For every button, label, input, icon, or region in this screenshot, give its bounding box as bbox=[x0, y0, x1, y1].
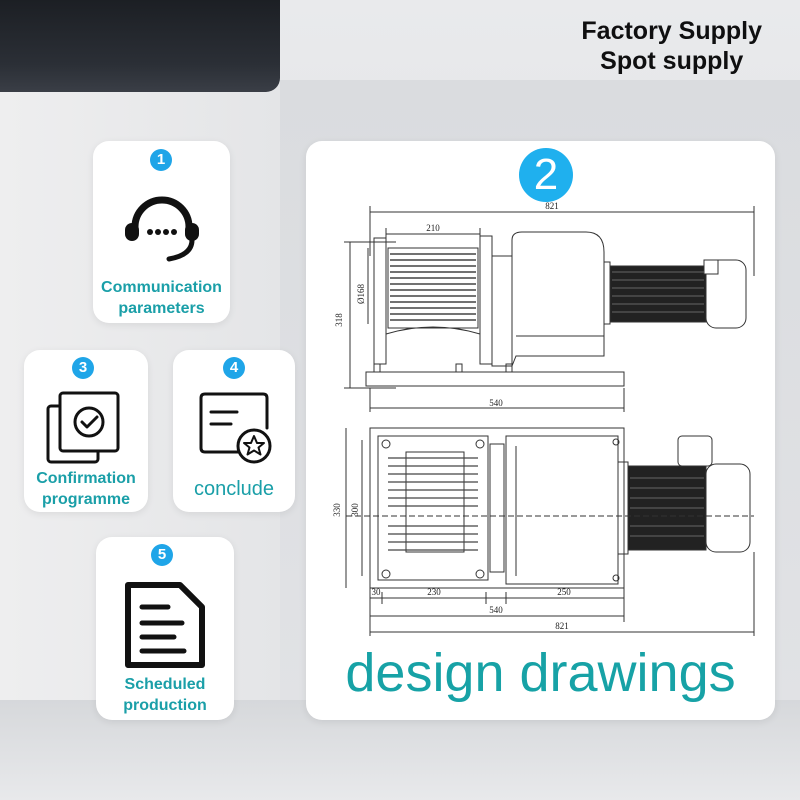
headset-icon bbox=[119, 183, 205, 274]
motor-fins-side bbox=[612, 271, 704, 313]
dim-plan-height-inner: 300 bbox=[350, 503, 360, 517]
step-label: Confirmation programme bbox=[24, 468, 148, 510]
file-lines-icon bbox=[122, 579, 208, 678]
gearbox-and-motor-side bbox=[491, 231, 747, 367]
drum-rope-lines bbox=[390, 253, 476, 321]
dim-seg-250: 250 bbox=[557, 587, 571, 597]
step-label-line-2: production bbox=[123, 697, 207, 714]
step-label-line-1: Confirmation bbox=[36, 470, 136, 487]
dim-plan-base: 540 bbox=[489, 605, 503, 615]
design-drawings-card: 2 bbox=[306, 141, 775, 720]
step-label-line-2: programme bbox=[41, 491, 131, 508]
step-card-communication: 1 Communication parameters bbox=[93, 141, 230, 323]
step-card-conclude: 4 conclude bbox=[173, 350, 295, 512]
winch-technical-drawing: 821 210 Ø168 318 540 bbox=[332, 201, 755, 636]
dim-drum-diameter: Ø168 bbox=[356, 284, 366, 304]
dim-seg-230: 230 bbox=[427, 587, 441, 597]
dim-side-base: 540 bbox=[489, 398, 503, 408]
design-drawings-title: design drawings bbox=[345, 643, 736, 703]
document-check-icon bbox=[46, 390, 122, 471]
step-label: Communication parameters bbox=[93, 277, 230, 319]
document-star-icon bbox=[197, 390, 273, 471]
dim-plan-height-outer: 330 bbox=[332, 503, 342, 517]
step-number-badge: 1 bbox=[150, 149, 172, 171]
step-number-badge: 5 bbox=[151, 544, 173, 566]
step-label: conclude bbox=[193, 478, 275, 500]
dim-plan-overall: 821 bbox=[555, 621, 569, 631]
dim-top-overall: 821 bbox=[545, 201, 559, 211]
step-card-scheduled: 5 Scheduled production bbox=[96, 537, 234, 720]
dim-seg-30: 30 bbox=[372, 587, 382, 597]
motor-fins-plan bbox=[630, 477, 704, 537]
header-line-2: Spot supply bbox=[600, 47, 744, 75]
step-label-line-1: Communication bbox=[101, 279, 222, 296]
header-line-1: Factory Supply bbox=[581, 17, 762, 45]
step-label: Scheduled production bbox=[96, 674, 234, 716]
header-title: Factory Supply Spot supply bbox=[581, 16, 762, 76]
background-dark-corner bbox=[0, 0, 280, 92]
dim-drum-width: 210 bbox=[426, 223, 440, 233]
step-label-line-1: Scheduled bbox=[124, 676, 206, 693]
step-number-badge-large: 2 bbox=[519, 148, 573, 202]
step-number-badge: 3 bbox=[72, 357, 94, 379]
step-label-line-2: parameters bbox=[118, 300, 205, 317]
step-number-badge: 4 bbox=[223, 357, 245, 379]
plan-drum-rope-lines bbox=[388, 457, 478, 551]
dim-side-height: 318 bbox=[334, 313, 344, 327]
step-card-confirmation: 3 Confirmation programme bbox=[24, 350, 148, 512]
